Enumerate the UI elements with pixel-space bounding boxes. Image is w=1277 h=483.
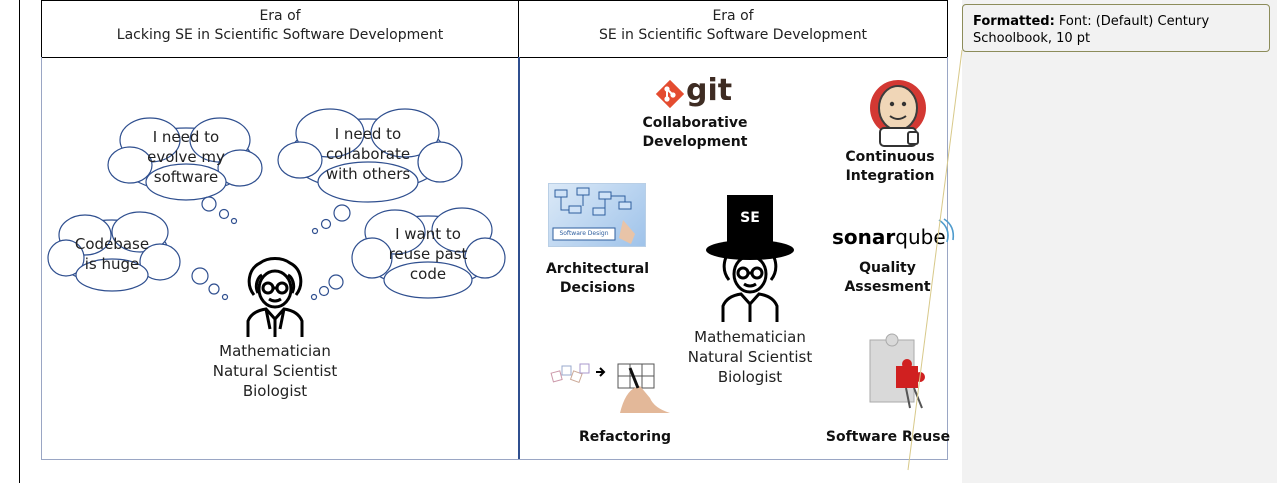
left-header-line1: Era of (259, 8, 301, 24)
right-panel-border (947, 57, 948, 460)
figure: Era of Lacking SE in Scientific Software… (41, 0, 948, 460)
thought-line: I need to (334, 125, 402, 143)
panel-divider (518, 57, 520, 460)
panel-bottom-border (41, 459, 948, 460)
software-design-image: Software Design (548, 183, 646, 247)
label-line: Development (642, 134, 748, 150)
comment-text: Font: (Default) Century Schoolbook, 10 p… (973, 14, 1210, 46)
puzzle-reuse-icon (869, 333, 925, 409)
thought-cloud-reuse (351, 207, 506, 299)
thought-codebase-text: Codebase is huge (62, 234, 162, 274)
role-line: Natural Scientist (687, 348, 813, 366)
left-panel-header: Era of Lacking SE in Scientific Software… (41, 0, 519, 58)
label-line: Decisions (559, 280, 636, 296)
thought-line: collaborate (325, 145, 411, 163)
git-logo-icon (655, 79, 685, 109)
left-scientist-roles: Mathematician Natural Scientist Biologis… (190, 341, 360, 401)
role-line: Biologist (717, 368, 783, 386)
label-line: Collaborative (642, 115, 748, 131)
refactoring-label: Refactoring (578, 429, 672, 445)
role-line: Natural Scientist (212, 362, 338, 380)
thought-line: I want to (395, 225, 461, 243)
software-reuse-label: Software Reuse (825, 429, 951, 445)
thought-line: I need to (152, 128, 220, 146)
thought-evolve-text: I need to evolve my software (126, 127, 246, 187)
left-header-line2: Lacking SE in Scientific Software Develo… (116, 27, 444, 43)
role-line: Mathematician (219, 342, 331, 360)
role-line: Biologist (242, 382, 308, 400)
jenkins-logo-icon (870, 80, 926, 147)
design-diagram-icon (552, 187, 635, 244)
thought-reuse-text: I want to reuse past code (378, 224, 478, 284)
comment-margin-pane (962, 0, 1277, 483)
sonar-waves-icon (938, 218, 955, 243)
scientist-icon (246, 257, 304, 337)
architectural-decisions-label: Architectural Decisions (540, 260, 655, 298)
git-wordmark: git (686, 73, 733, 108)
scientist-icon (721, 242, 779, 322)
thought-cloud-codebase (47, 211, 181, 292)
right-header-line1: Era of (712, 8, 754, 24)
comment-label: Formatted: (973, 14, 1055, 29)
left-margin-line (19, 0, 20, 483)
right-header-line2: SE in Scientific Software Development (598, 27, 868, 43)
right-panel-header: Era of SE in Scientific Software Develop… (518, 0, 948, 58)
se-hat-label: SE (740, 210, 760, 226)
label-line: Architectural (545, 261, 650, 277)
thought-line: is huge (84, 255, 140, 273)
software-design-caption: Software Design (559, 230, 609, 237)
right-scientist-roles: Mathematician Natural Scientist Biologis… (665, 327, 835, 387)
refactoring-image-icon (550, 363, 670, 413)
thought-collaborate-text: I need to collaborate with others (308, 124, 428, 184)
thought-line: evolve my (147, 148, 225, 166)
role-line: Mathematician (694, 328, 806, 346)
label-line: Integration (845, 168, 935, 184)
quality-assessment-label: Quality Assesment (844, 260, 931, 295)
thought-line: software (153, 168, 219, 186)
comment-connector (907, 49, 963, 471)
thought-line: with others (325, 165, 411, 183)
thought-line: code (409, 265, 447, 283)
label-line: Continuous (845, 149, 935, 165)
comment-balloon[interactable]: Formatted: Font: (Default) Century Schoo… (962, 4, 1270, 52)
collaborative-development-label: Collaborative Development (620, 114, 770, 152)
thought-line: Codebase (74, 235, 150, 253)
thought-line: reuse past (388, 245, 468, 263)
sonar-wordmark-bold: sonar (832, 225, 896, 249)
left-panel-border (41, 57, 42, 460)
continuous-integration-label: Continuous Integration (830, 148, 950, 186)
thought-cloud-collaborate (277, 108, 463, 203)
thought-cloud-evolve (107, 117, 263, 201)
